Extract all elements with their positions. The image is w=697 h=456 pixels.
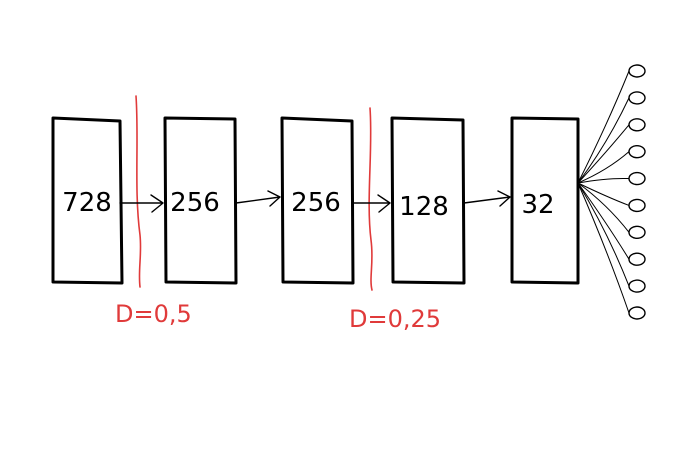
output-node	[628, 144, 646, 159]
output-connection-line	[577, 182, 630, 206]
dropout-lines	[135, 95, 373, 291]
output-node	[628, 64, 646, 78]
output-connection-line	[577, 182, 630, 287]
dropout-label-1: D=0,5	[115, 300, 192, 328]
output-connection-line	[577, 177, 630, 184]
arrow-2-3	[235, 190, 281, 207]
output-node	[628, 252, 646, 266]
layer-block-3	[280, 116, 355, 285]
dropout-line-1	[135, 95, 142, 288]
output-connection-line	[577, 182, 630, 233]
output-connection-line	[577, 182, 630, 260]
output-node	[628, 279, 646, 293]
layer-block-4	[390, 116, 466, 285]
layer-block-1	[51, 116, 124, 285]
layer-block-2	[163, 116, 238, 285]
layer-label-2: 256	[170, 188, 220, 218]
output-nodes	[628, 64, 646, 320]
layer-blocks	[51, 116, 580, 285]
output-node	[628, 91, 646, 105]
output-connection-line	[577, 151, 630, 184]
connection-arrows	[119, 190, 511, 213]
output-connection-line	[577, 70, 630, 184]
dropout-labels: D=0,5 D=0,25	[115, 300, 441, 333]
output-node	[628, 198, 646, 213]
arrow-3-4	[352, 194, 391, 213]
output-connection-line	[577, 124, 630, 184]
layer-block-5	[510, 116, 580, 285]
output-connection-line	[577, 97, 630, 184]
output-node	[628, 118, 646, 132]
dropout-label-2: D=0,25	[349, 305, 441, 333]
output-connection-line	[577, 182, 630, 314]
output-node	[628, 171, 646, 186]
output-connections	[577, 70, 630, 314]
dropout-line-2	[368, 107, 373, 291]
layer-label-1: 728	[62, 188, 112, 218]
layer-label-3: 256	[291, 188, 341, 218]
layer-label-4: 128	[399, 192, 449, 222]
arrow-1-2	[119, 194, 164, 213]
layer-label-5: 32	[521, 190, 554, 220]
output-node	[628, 225, 646, 240]
output-node	[628, 306, 646, 320]
layer-labels: 728 256 256 128 32	[62, 188, 554, 222]
arrow-4-5	[463, 190, 511, 207]
